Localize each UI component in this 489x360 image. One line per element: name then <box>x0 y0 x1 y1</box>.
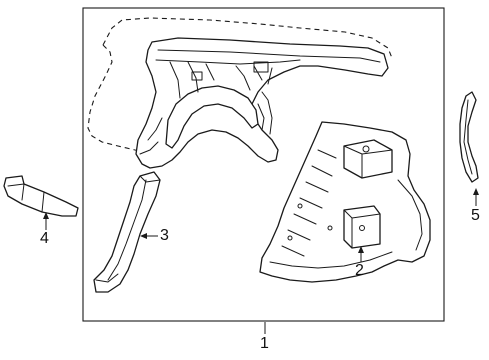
part-1-quarter-panel-inner <box>87 17 393 169</box>
callout-1: 1 <box>260 335 269 352</box>
part-2-inner-arch <box>397 179 423 251</box>
part-1-mount-hole <box>191 71 203 81</box>
part-1-dashed-outline <box>87 17 393 153</box>
part-4-body <box>3 175 79 217</box>
part-1-lower-edge <box>139 117 163 155</box>
part-2-hole-a <box>297 203 303 209</box>
part-5-edge <box>463 99 473 175</box>
part-2-wheelhouse <box>259 121 431 283</box>
part-1-pillar <box>257 91 273 135</box>
part-4-edge <box>7 183 45 213</box>
part-2-flange <box>269 251 393 269</box>
part-2-hole-c <box>327 225 333 231</box>
part-2-tower-hole <box>362 145 370 153</box>
part-5-strap <box>459 91 479 183</box>
part-5-body <box>459 91 479 183</box>
assembly-frame <box>82 7 445 322</box>
part-3-foot <box>95 273 119 283</box>
part-1-rail-upper <box>157 49 381 63</box>
callout-2: 2 <box>355 262 364 279</box>
callout-3: 3 <box>160 227 169 244</box>
part-1-brace-left <box>169 61 215 99</box>
callout-5: 5 <box>471 207 480 224</box>
part-1-mount-tab <box>253 61 269 73</box>
part-2-ribs <box>281 149 337 257</box>
part-3-edge <box>107 179 147 281</box>
part-3-body <box>93 171 161 293</box>
arrow-3 <box>140 233 147 239</box>
part-1-panel-body <box>135 37 389 169</box>
part-1-wheel-arch <box>165 85 259 149</box>
callout-4: 4 <box>40 230 49 247</box>
part-2-hole-b <box>287 235 293 241</box>
part-3-pillar-reinforcement <box>93 171 161 293</box>
part-4-bracket <box>3 175 79 217</box>
part-1-rail-lower <box>155 59 301 65</box>
part-2-shock-tower <box>343 139 393 179</box>
part-2-lower-box-edge <box>343 209 381 249</box>
part-2-tower-top <box>343 145 393 179</box>
part-2-lower-box <box>343 205 381 249</box>
part-2-lower-hole <box>359 225 365 231</box>
part-1-brace-right <box>235 65 273 91</box>
part-3-top-cap <box>139 175 161 183</box>
arrow-5 <box>473 188 479 195</box>
arrow-4 <box>43 212 49 219</box>
arrow-2 <box>358 246 364 253</box>
